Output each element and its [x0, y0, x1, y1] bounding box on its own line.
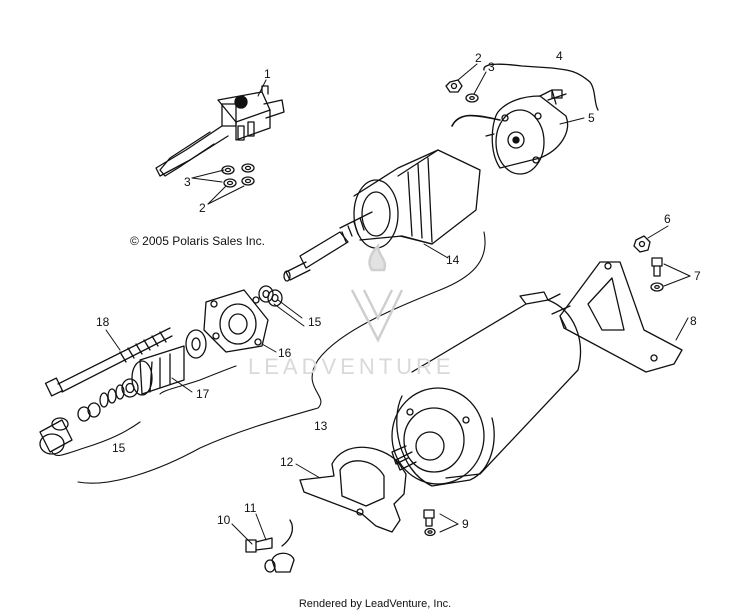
bracket-17 [159, 365, 237, 395]
callout-10: 10 [217, 513, 231, 527]
copyright-text: © 2005 Polaris Sales Inc. [130, 234, 265, 248]
end-plate [203, 289, 269, 353]
callout-17: 17 [196, 387, 210, 401]
spacer-spring-set [39, 378, 139, 455]
callout-16: 16 [278, 346, 292, 360]
callout-11: 11 [244, 501, 257, 515]
callout-5: 5 [588, 111, 595, 125]
mount-bracket [559, 261, 683, 373]
end-cap [451, 89, 569, 175]
bracket-4 [483, 63, 599, 111]
watermark-text: LEADVENTURE [248, 354, 455, 379]
callout-3-left: 3 [184, 175, 191, 189]
callout-14: 14 [446, 253, 460, 267]
callout-9: 9 [462, 517, 469, 531]
armature [283, 149, 481, 282]
callout-7: 7 [694, 269, 701, 283]
callout-15-lower: 15 [112, 441, 126, 455]
drive-gear [131, 329, 207, 396]
clip-11 [264, 519, 295, 573]
bracket-13 [77, 231, 486, 484]
callout-3: 3 [488, 60, 495, 74]
callout-18: 18 [96, 315, 110, 329]
callout-2-left: 2 [199, 201, 206, 215]
washers-15 [258, 285, 283, 307]
bolt-7 [650, 257, 664, 292]
bolt-9 [423, 509, 436, 537]
bracket-15-lower [51, 421, 141, 457]
nut-washer-top [445, 79, 479, 103]
footer-credit: Rendered by LeadVenture, Inc. [298, 598, 452, 610]
callout-2: 2 [475, 51, 482, 65]
cradle-bracket [299, 446, 407, 533]
solenoid-switch [155, 85, 285, 177]
watermark-logo [350, 242, 404, 343]
callout-13: 13 [314, 419, 328, 433]
callout-1: 1 [264, 67, 271, 81]
leader-lines [105, 63, 691, 545]
washers-small [221, 163, 255, 188]
bolt-10 [245, 537, 273, 553]
nut-6 [633, 235, 651, 253]
callout-8: 8 [690, 314, 697, 328]
callout-4: 4 [556, 49, 563, 63]
through-bolt [44, 327, 173, 397]
callout-12: 12 [280, 455, 294, 469]
motor-housing [391, 291, 582, 487]
callout-15: 15 [308, 315, 322, 329]
callout-6: 6 [664, 212, 671, 226]
